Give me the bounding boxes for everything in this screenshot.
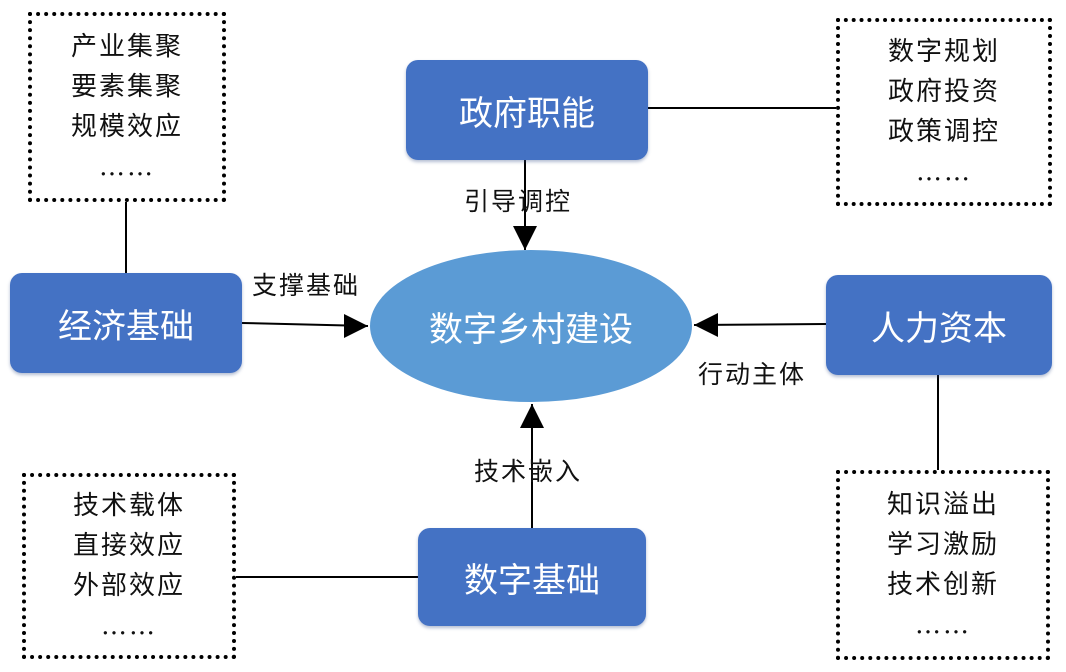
arrowhead-human-capital (694, 313, 718, 337)
detail-ellipsis: …… (915, 610, 971, 640)
edge-label-government: 引导调控 (464, 187, 573, 216)
digital-foundation-node: 数字基础 (418, 528, 646, 626)
detail-item: 技术创新 (886, 570, 999, 600)
detail-item: 产业集聚 (70, 32, 183, 62)
detail-item: 数字规划 (887, 37, 1000, 67)
economy-node: 经济基础 (10, 273, 242, 373)
detail-item: 政府投资 (887, 77, 1000, 107)
detail-item: 要素集聚 (70, 72, 183, 102)
detail-ellipsis: …… (101, 611, 157, 641)
detail-item: 政策调控 (887, 117, 1000, 147)
human-capital-node: 人力资本 (826, 275, 1052, 375)
detail-ellipsis: …… (916, 157, 972, 187)
economy-node-label: 经济基础 (58, 306, 194, 347)
digital-foundation-detail-box: 技术载体 直接效应 外部效应 …… (22, 473, 236, 659)
detail-item: 规模效应 (70, 112, 183, 142)
government-node-label: 政府职能 (459, 93, 595, 134)
government-detail-box: 数字规划 政府投资 政策调控 …… (836, 18, 1052, 206)
human-capital-detail-box: 知识溢出 学习激励 技术创新 …… (836, 470, 1050, 660)
edge-label-economy: 支撑基础 (252, 271, 361, 300)
detail-item: 技术载体 (72, 491, 185, 521)
human-capital-node-label: 人力资本 (871, 308, 1007, 349)
digital-foundation-node-label: 数字基础 (464, 560, 600, 601)
detail-item: 知识溢出 (886, 490, 999, 520)
arrowhead-government (513, 226, 537, 250)
center-node-label: 数字乡村建设 (429, 309, 633, 350)
detail-ellipsis: …… (99, 152, 155, 182)
economy-detail-box: 产业集聚 要素集聚 规模效应 …… (28, 12, 226, 202)
arrowhead-digital-foundation (520, 404, 544, 428)
detail-item: 外部效应 (72, 571, 185, 601)
edge-label-human-capital: 行动主体 (698, 360, 807, 389)
detail-item: 学习激励 (886, 530, 999, 560)
center-node: 数字乡村建设 (370, 250, 692, 402)
detail-item: 直接效应 (72, 531, 185, 561)
arrowhead-economy (344, 314, 368, 338)
government-node: 政府职能 (406, 60, 648, 160)
edge-label-digital-foundation: 技术嵌入 (474, 457, 583, 486)
